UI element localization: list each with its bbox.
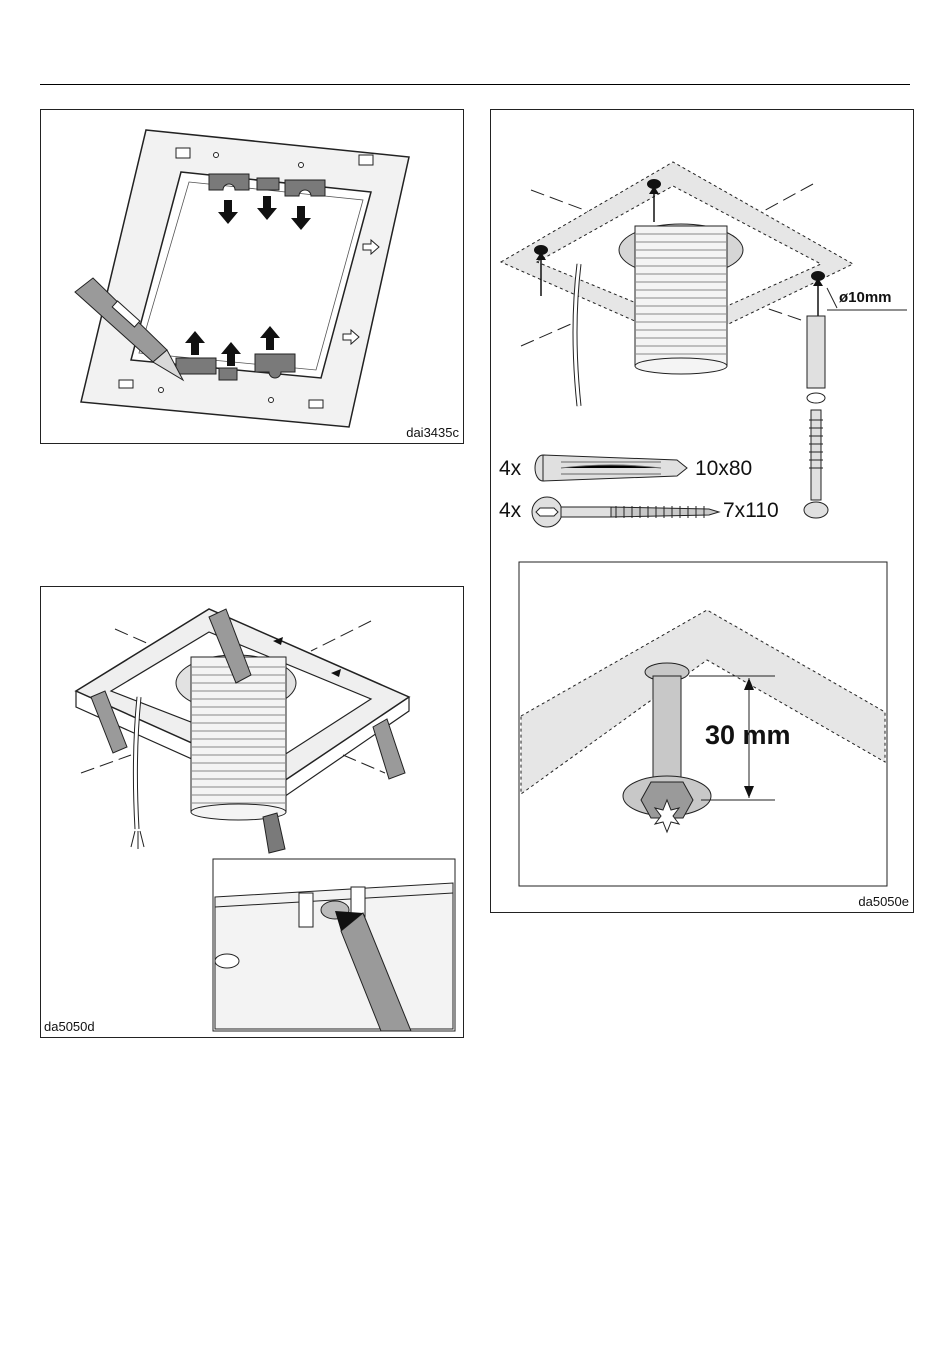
dowel-horizontal-icon: [535, 455, 687, 481]
figure-code: da5050d: [44, 1019, 95, 1034]
spacing-detail: [519, 562, 887, 886]
figure-drilling-fixings: ø10mm 4x 10x80 4x 7x110 30 mm da5050e: [490, 109, 914, 913]
frame-marking-illustration: [41, 587, 465, 1039]
screw-quantity: 4x: [499, 499, 521, 523]
hole-diameter-label: ø10mm: [839, 289, 892, 306]
dowel-quantity: 4x: [499, 457, 521, 481]
drilling-illustration: [491, 110, 915, 914]
figure-frame-marking: da5050d: [40, 586, 464, 1038]
dowel-size: 10x80: [695, 457, 752, 481]
dowel-vertical-icon: [807, 316, 825, 403]
screw-horizontal-icon: [532, 497, 719, 527]
inset-detail: [213, 859, 455, 1031]
screw-size: 7x110: [723, 499, 779, 523]
figure-frame-cutout: dai3435c: [40, 109, 464, 444]
spacing-distance-label: 30 mm: [705, 720, 791, 751]
screw-vertical-icon: [804, 410, 828, 518]
header-rule: [40, 84, 910, 85]
figure-code: da5050e: [858, 894, 909, 909]
frame-cutout-illustration: [41, 110, 465, 445]
figure-code: dai3435c: [406, 425, 459, 440]
